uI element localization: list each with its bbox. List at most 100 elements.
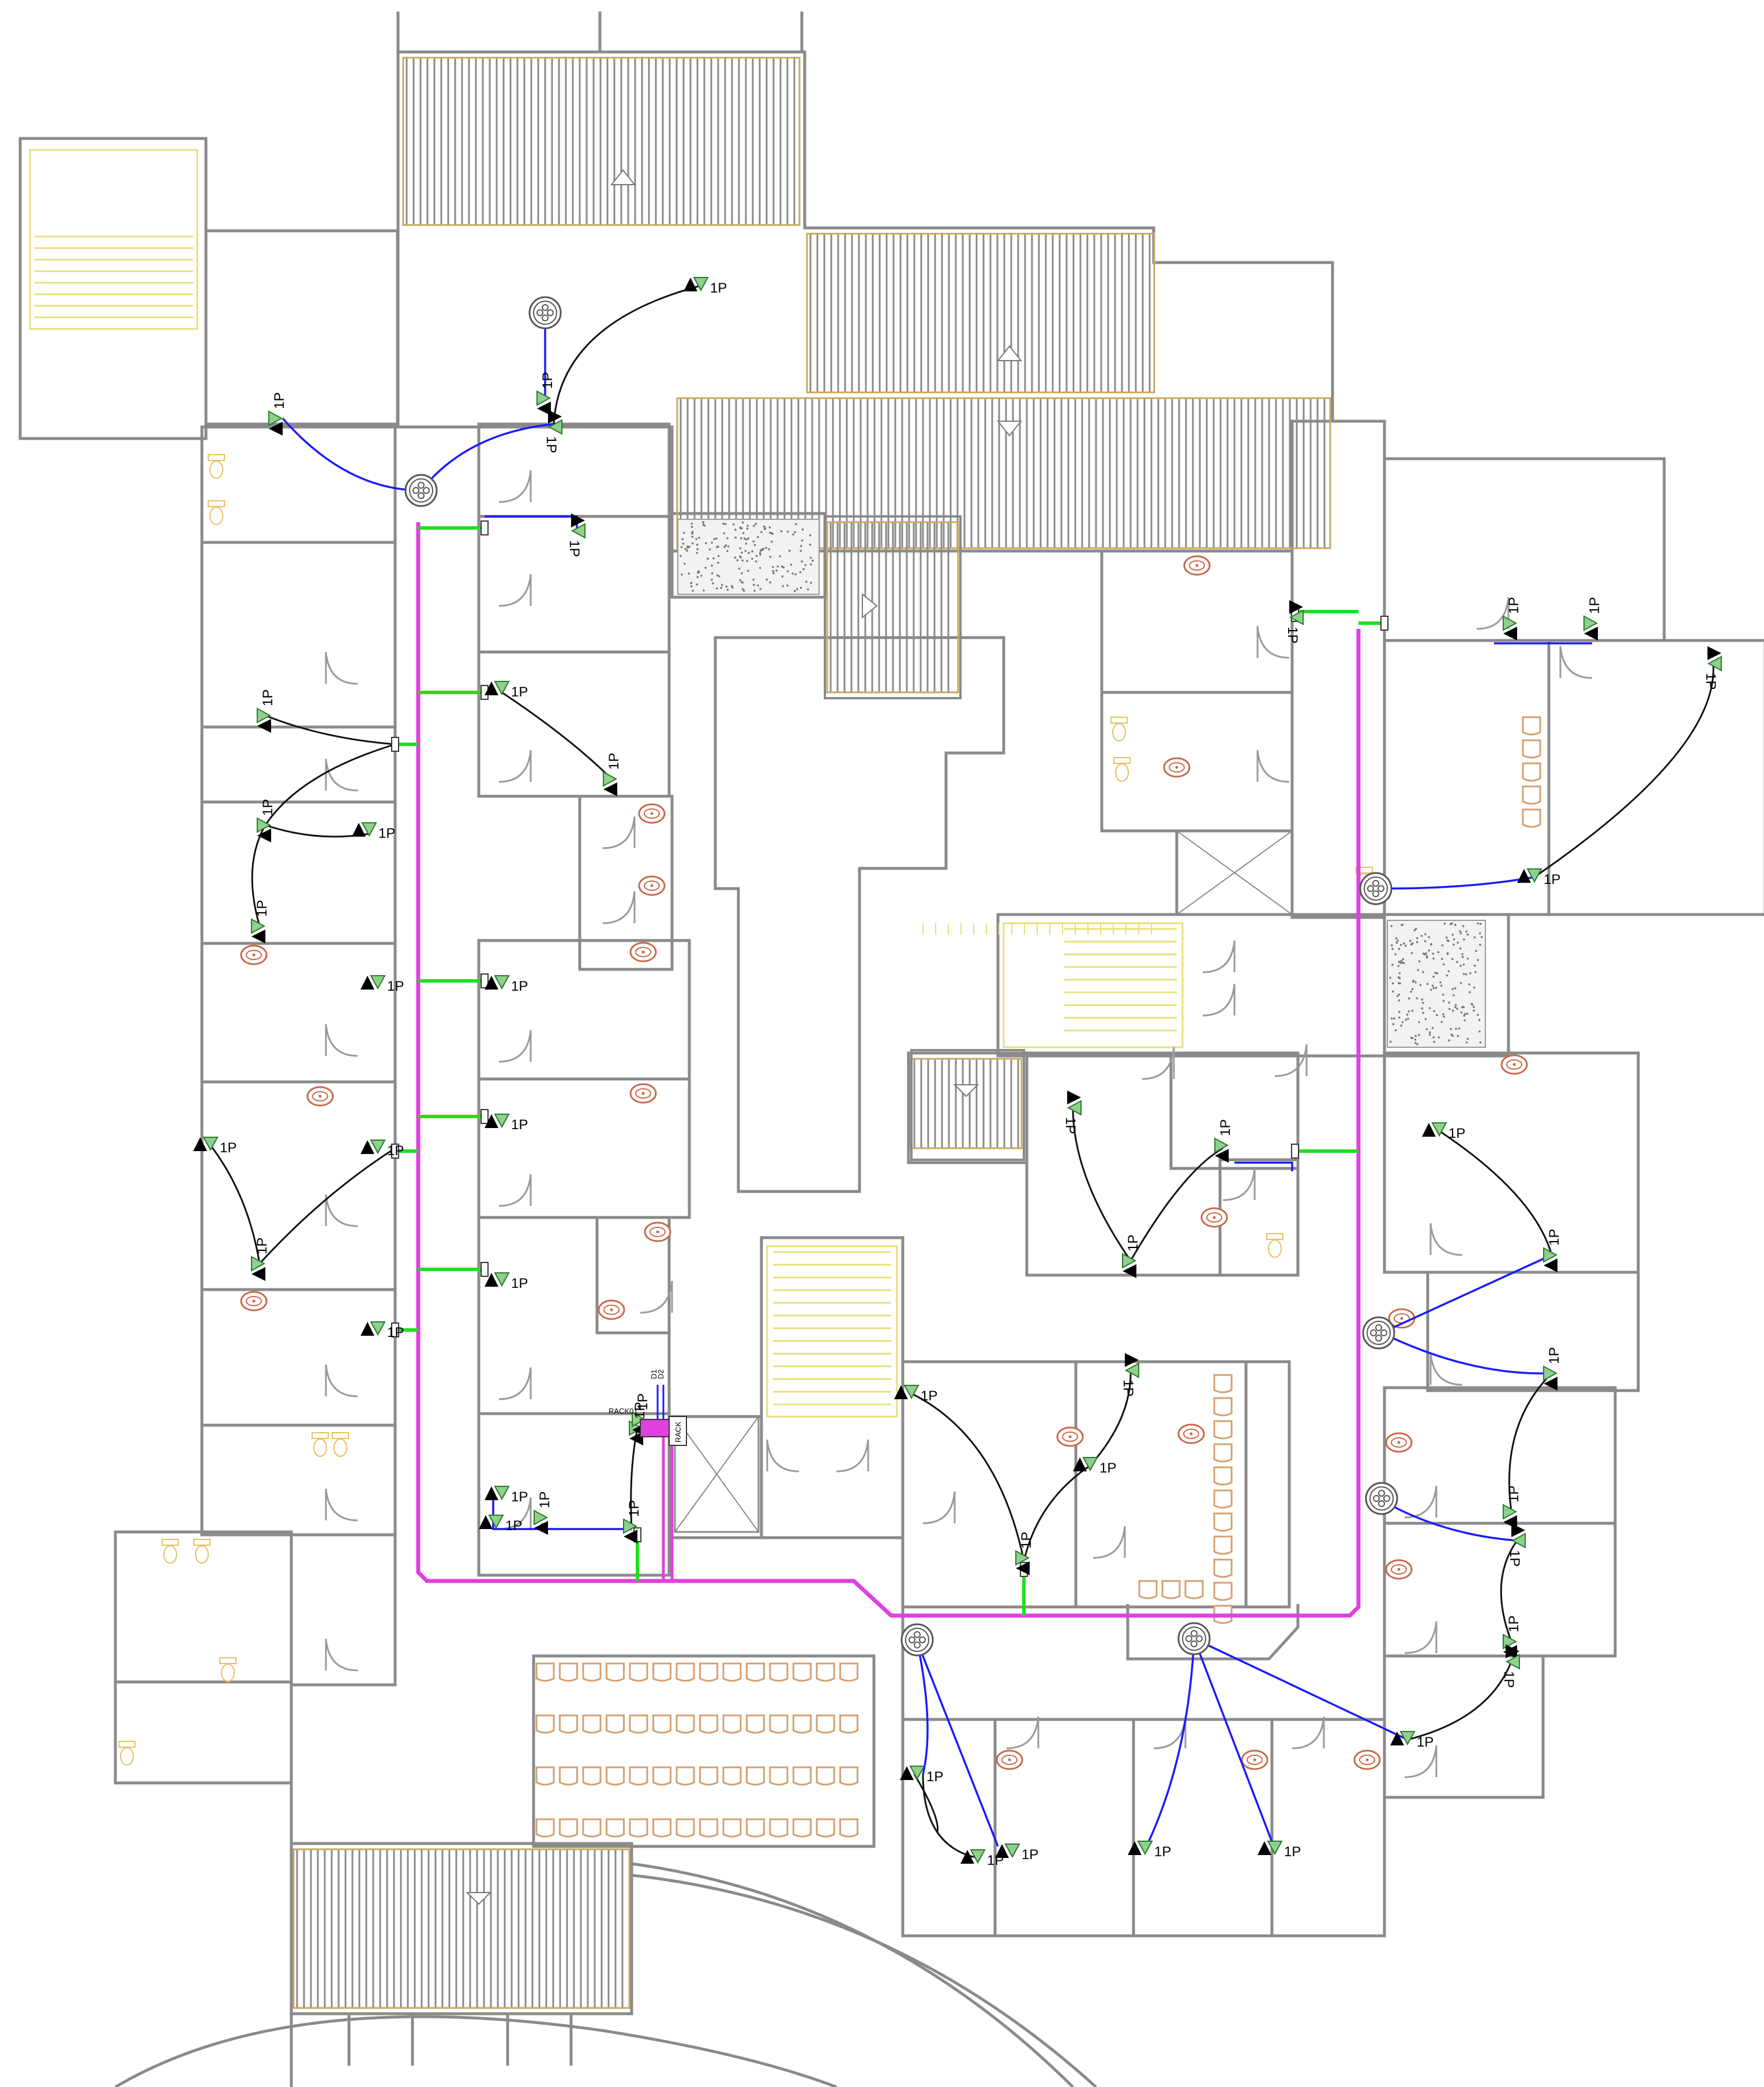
outlet-label: 1P <box>537 1492 553 1508</box>
chair-icon <box>652 1766 671 1786</box>
network-outlet-icon <box>534 1509 549 1535</box>
network-outlet-icon <box>485 681 510 696</box>
outlet-label: 1P <box>606 753 622 770</box>
chair-icon <box>699 1818 718 1838</box>
chair-icon <box>1213 1420 1233 1440</box>
network-outlet-icon <box>1073 1457 1098 1472</box>
network-outlet-icon <box>1289 600 1304 625</box>
network-outlet-icon <box>361 1140 386 1155</box>
network-outlet-icon <box>623 1518 638 1543</box>
network-outlet-icon <box>352 822 377 837</box>
chair-icon <box>1213 1558 1233 1578</box>
chair-icon <box>675 1818 695 1838</box>
network-outlets <box>193 277 1722 1864</box>
chair-icon <box>816 1662 835 1682</box>
stair-arrow-icon <box>953 1084 979 1097</box>
network-outlet-icon <box>251 1256 266 1281</box>
backbone-trunk <box>416 522 1361 1618</box>
toilet-icon <box>219 1657 237 1682</box>
wifi-access-point-icon <box>900 1623 934 1657</box>
stair-arrow-icon <box>996 345 1023 361</box>
wifi-access-point-icon <box>1359 872 1393 905</box>
sink-icon <box>240 1291 268 1312</box>
outlet-label: 1P <box>1547 1347 1562 1364</box>
outlet-label: 1P <box>1448 1126 1465 1141</box>
network-outlet-icon <box>894 1385 919 1400</box>
toilet-icon <box>311 1432 329 1457</box>
toilet-icon <box>162 1539 179 1564</box>
chair-icon <box>839 1766 858 1786</box>
chair-icon <box>1213 1582 1233 1601</box>
chair-icon <box>746 1714 765 1734</box>
chair-icon <box>699 1714 718 1734</box>
network-outlet-icon <box>1543 1365 1558 1391</box>
toilet-icon <box>118 1741 136 1766</box>
chair-icon <box>629 1662 648 1682</box>
chair-icon <box>652 1818 671 1838</box>
network-outlet-icon <box>1707 646 1722 672</box>
wifi-access-point-icon <box>404 474 438 507</box>
chair-icon <box>746 1818 765 1838</box>
toilet-icon <box>208 454 225 479</box>
chair-icon <box>793 1714 812 1734</box>
chair-icon <box>675 1766 695 1786</box>
network-outlet-icon <box>547 410 562 435</box>
toilet-icon <box>332 1432 349 1457</box>
outlet-label: 1P <box>387 979 404 994</box>
chair-icon <box>559 1766 578 1786</box>
toilet-icon <box>1266 1233 1283 1258</box>
chair-icon <box>746 1662 765 1682</box>
network-outlet-icon <box>1517 868 1542 883</box>
chair-icon <box>535 1766 555 1786</box>
chair-icon <box>1213 1512 1233 1532</box>
chair-icon <box>722 1818 742 1838</box>
chair-icon <box>1213 1443 1233 1463</box>
network-outlet-icon <box>900 1766 925 1781</box>
sink-icon <box>1177 1423 1205 1444</box>
chair-icon <box>582 1662 602 1682</box>
network-outlet-icon <box>485 975 510 990</box>
chair-icon <box>816 1714 835 1734</box>
rack-tag-2: D2 <box>656 1369 665 1379</box>
doors <box>325 470 1593 1778</box>
network-outlet-icon <box>479 1515 504 1530</box>
wifi-access-point-icon <box>1365 1482 1398 1515</box>
outlet-label: 1P <box>1547 1229 1562 1246</box>
sink-icon <box>240 945 268 965</box>
outlet-label: 1P <box>1506 597 1522 614</box>
walls <box>18 12 1764 2087</box>
outlet-label: 1P <box>254 900 270 917</box>
outlet-label: 1P <box>626 1500 642 1517</box>
outlet-label: 1P <box>1019 1532 1034 1549</box>
chair-icon <box>722 1766 742 1786</box>
chair-icon <box>629 1714 648 1734</box>
chair-icon <box>746 1766 765 1786</box>
outlet-label: 1P <box>1417 1734 1433 1750</box>
outlet-label: 1P <box>1587 597 1602 614</box>
chair-icon <box>629 1766 648 1786</box>
stair-arrows <box>466 169 1023 1905</box>
chair-icon <box>769 1818 789 1838</box>
chair-icon <box>1213 1489 1233 1509</box>
outlet-label: 1P <box>260 690 276 706</box>
network-outlet-icon <box>1583 615 1598 640</box>
network-outlet-icon <box>1214 1137 1229 1163</box>
sink-icon <box>1183 555 1211 576</box>
rack: RACK01 RACK D1 D2 <box>609 1369 687 1446</box>
outlet-label: 1P <box>543 436 559 453</box>
chair-icon <box>1213 1374 1233 1393</box>
chair-icon <box>839 1818 858 1838</box>
chair-icon <box>606 1766 625 1786</box>
toilet-icon <box>1110 717 1128 741</box>
stair-arrow-icon <box>466 1892 492 1905</box>
outlet-label: 1P <box>1506 1616 1522 1632</box>
chair-icon <box>793 1818 812 1838</box>
cable-runs <box>209 284 1714 1859</box>
outlet-label: 1P <box>926 1769 943 1785</box>
chair-icon <box>1522 785 1541 805</box>
network-outlet-icon <box>251 918 266 943</box>
sink-icon <box>638 803 666 824</box>
chair-icon <box>839 1662 858 1682</box>
chair-icon <box>699 1766 718 1786</box>
chair-icon <box>559 1662 578 1682</box>
